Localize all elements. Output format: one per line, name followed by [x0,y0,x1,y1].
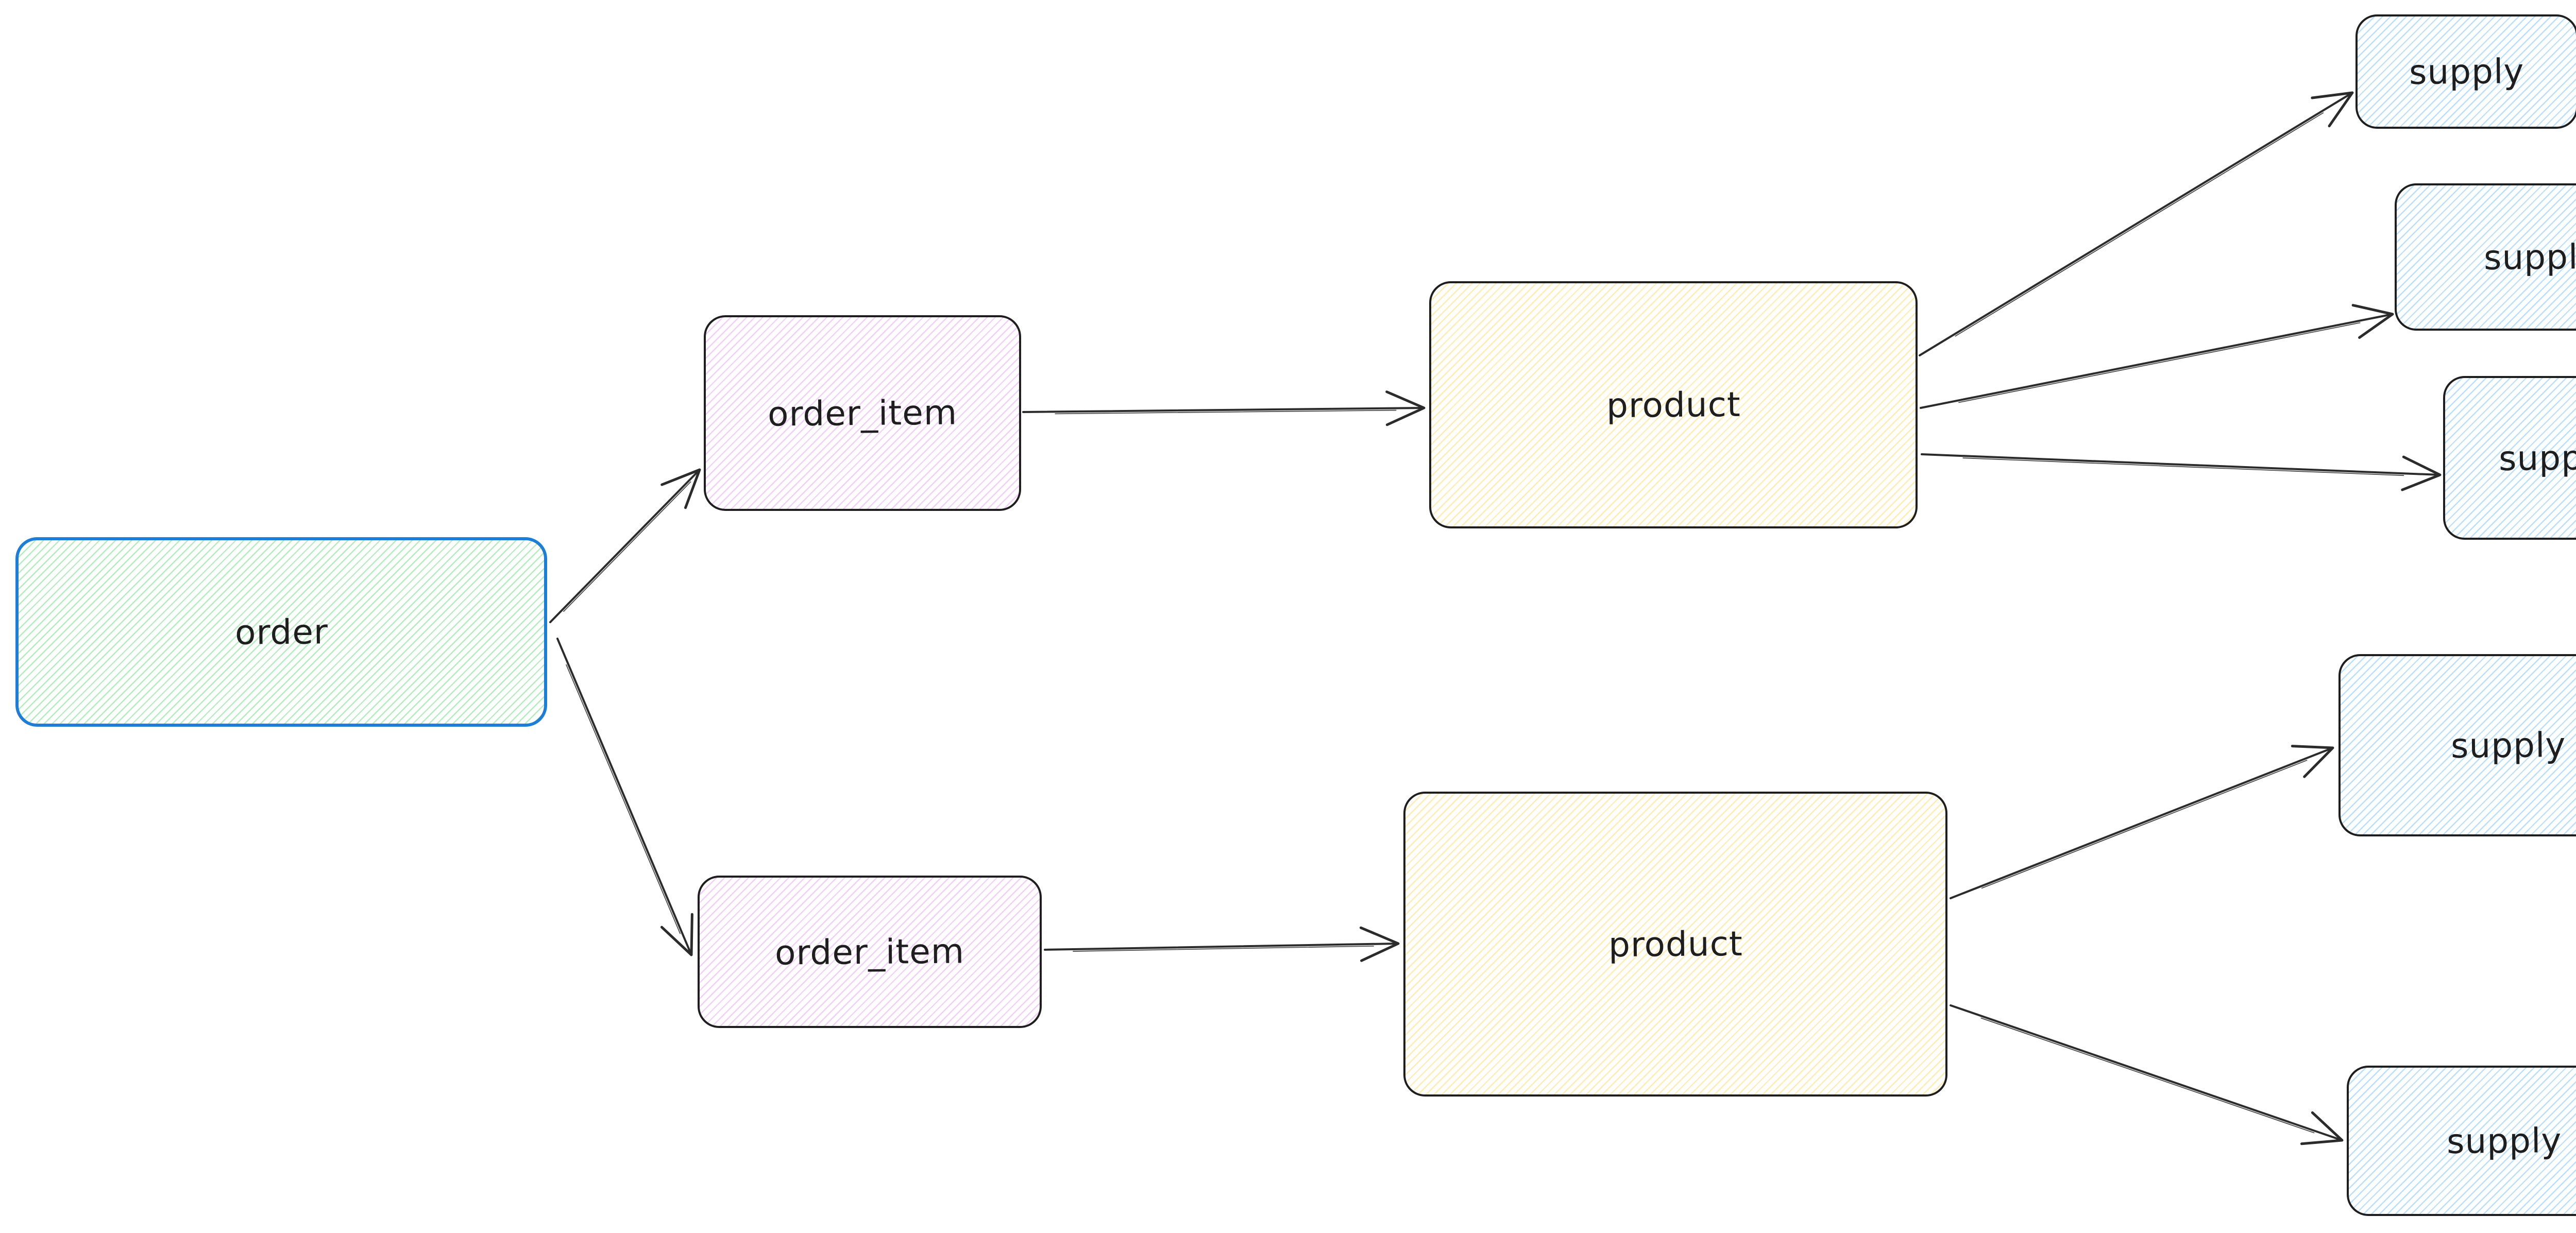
arrow-product_2-to-supply_5[interactable] [1950,1004,2344,1145]
node-label: supply [2446,1120,2563,1161]
arrow-product_2-to-supply_4[interactable] [1950,745,2334,899]
node-product_1[interactable]: product [1429,281,1918,528]
node-label: supply [2409,51,2525,92]
arrow-product_1-to-supply_2[interactable] [1920,304,2394,409]
node-label: supply [2483,236,2576,278]
node-order_item_2[interactable]: order_item [698,876,1042,1028]
arrow-order-to-order_item_1[interactable] [549,468,701,623]
node-supply_1[interactable]: supply [2355,14,2576,129]
node-label: product [1606,384,1741,425]
node-label: order_item [767,392,958,434]
node-supply_5[interactable]: supply [2347,1066,2576,1216]
arrow-product_1-to-supply_1[interactable] [1919,91,2354,356]
node-order_item_1[interactable]: order_item [704,315,1021,511]
node-label: supply [2450,725,2567,766]
node-label: product [1608,923,1743,965]
arrow-order_item_2-to-product_2[interactable] [1044,926,1400,962]
node-label: order [234,611,328,653]
node-order[interactable]: order [15,537,547,727]
node-label: supply [2498,437,2576,478]
arrow-order_item_1-to-product_1[interactable] [1022,390,1426,426]
node-supply_4[interactable]: supply [2338,654,2576,836]
node-supply_3[interactable]: supply [2443,376,2576,540]
arrow-order-to-order_item_2[interactable] [556,638,693,956]
node-label: order_item [774,931,965,973]
arrow-product_1-to-supply_3[interactable] [1921,453,2442,491]
node-product_2[interactable]: product [1403,792,1947,1097]
node-supply_2[interactable]: supply [2395,183,2576,331]
